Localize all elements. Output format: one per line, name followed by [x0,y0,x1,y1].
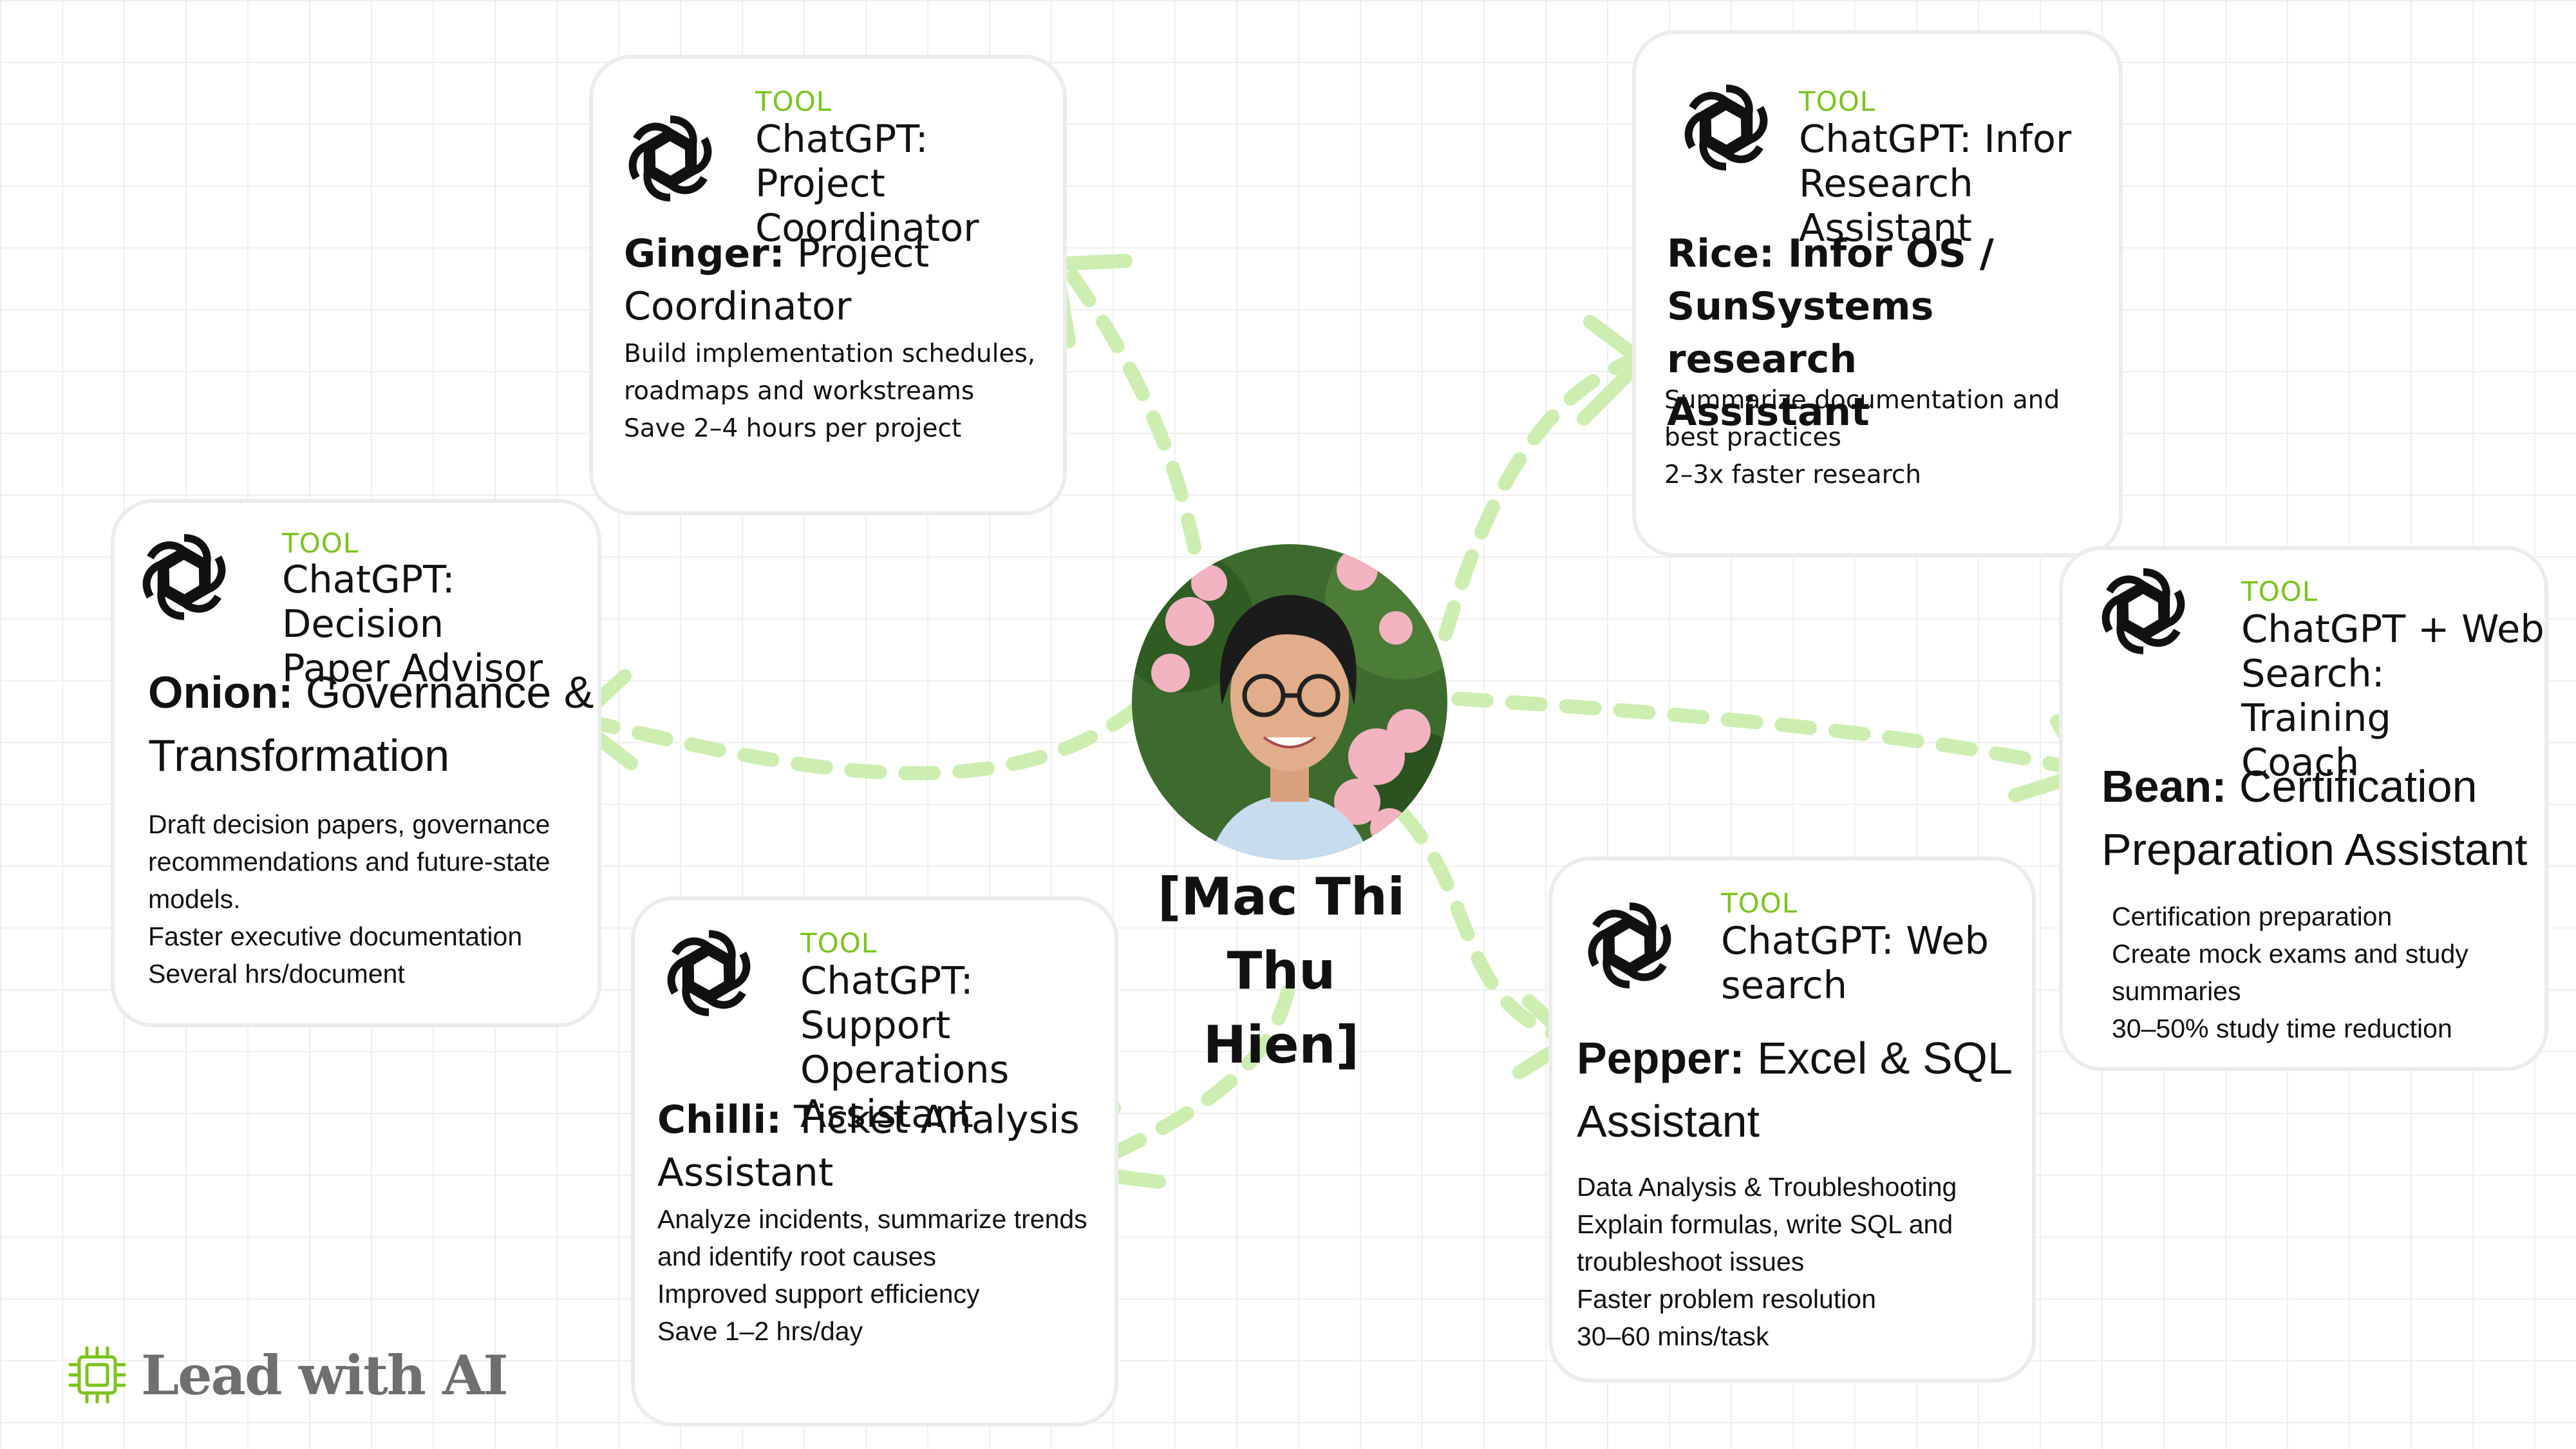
card-title: Pepper: Excel & SQL Assistant [1577,1033,2013,1146]
chip-icon [68,1346,126,1404]
arrow-to-pepper [1396,808,1578,1047]
openai-logo-icon [657,922,760,1025]
card-description: Build implementation schedules,roadmaps … [624,339,1036,443]
card-title: Chilli: Ticket Analysis Assistant [657,1097,1080,1195]
portrait-photo [1132,544,1447,860]
card-kind-label: TOOL [2241,576,2318,607]
openai-logo-icon [1578,894,1681,997]
card-title: Ginger: Project Coordinator [624,231,930,329]
card-kind-label: TOOL [1799,86,1876,117]
avatar [1132,544,1447,860]
arrow-to-bean [1451,692,2087,777]
openai-logo-icon [133,526,236,629]
card-title: Bean: Certification Preparation Assistan… [2101,761,2528,875]
card-kind-label: TOOL [755,86,832,117]
arrow-to-chilli [1087,985,1295,1170]
arrow-to-rice [1438,354,1639,641]
card-title: Onion: Governance & Transformation [148,667,594,781]
card-kind-label: TOOL [282,527,359,559]
person-name: [Mac Thi Thu Hien] [1157,867,1406,1075]
arrow-to-onion [582,701,1143,781]
openai-logo-icon [1675,76,1778,179]
brand-logo: Lead with AI [68,1343,509,1407]
openai-logo-icon [619,107,722,210]
card-kind-label: TOOL [800,927,878,959]
brand-name: Lead with AI [141,1343,509,1407]
openai-logo-icon [2092,560,2195,663]
arrow-to-ginger [1062,263,1201,554]
card-kind-label: TOOL [1721,887,1798,919]
